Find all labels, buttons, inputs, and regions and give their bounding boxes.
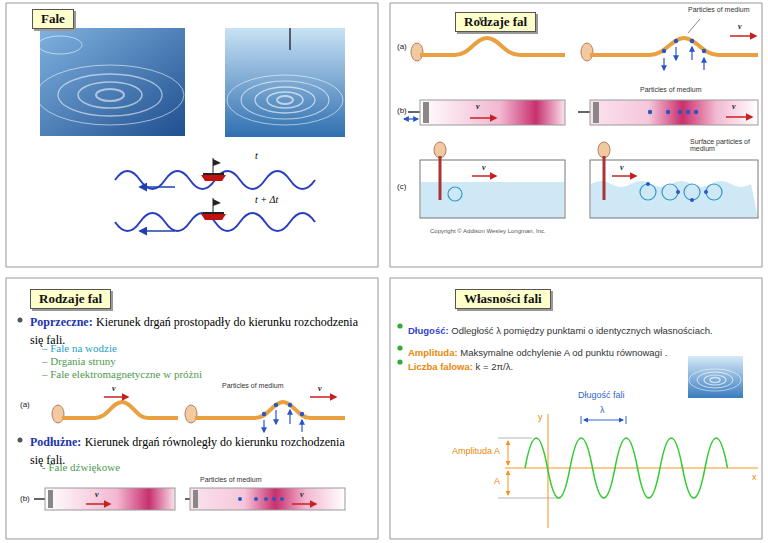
example-item: - Fale dźwiękowe <box>42 461 120 473</box>
definition-text: Maksymalne odchylenie A od punktu równow… <box>460 347 667 358</box>
example-item: – Drgania struny <box>42 355 116 367</box>
term-label: Podłużne: <box>30 435 81 449</box>
slide-title: Rodzaje fal <box>464 14 527 30</box>
axis-label: λ <box>600 405 605 415</box>
part-tag: (a) <box>20 400 30 409</box>
velocity-label: v <box>482 163 486 172</box>
callout-label: Particles of medium <box>222 382 283 389</box>
part-tag: (a) <box>397 42 407 51</box>
sound-tube <box>34 488 345 510</box>
velocity-label: v <box>479 14 483 23</box>
title-box: Fale <box>32 9 74 29</box>
slide-title: Fale <box>41 11 65 27</box>
velocity-label: v <box>300 490 304 499</box>
part-tag: (b) <box>397 106 407 115</box>
wave-boat <box>115 158 315 231</box>
definition-text: Odległość λ pomiędzy punktami o identycz… <box>451 325 712 336</box>
callout-label: Particles of medium <box>688 6 749 13</box>
water-tank <box>420 142 758 218</box>
slide-frame <box>6 3 762 539</box>
bullet <box>397 323 402 364</box>
axis-label: y <box>538 412 543 422</box>
example-item: – Fale elektromagnetyczne w próżni <box>42 368 202 380</box>
callout-label: Particles of medium <box>200 476 261 483</box>
title-box: Własności fali <box>455 289 551 309</box>
part-tag: (c) <box>397 182 406 191</box>
text-paragraph: Amplituda:Maksymalne odchylenie A od pun… <box>408 342 760 360</box>
callout-label: Surface particles of medium <box>690 138 758 152</box>
slide-title: Rodzaje fal <box>39 291 102 307</box>
time-label: t + Δt <box>255 194 278 205</box>
sound-tube <box>404 100 758 125</box>
text-paragraph: Liczba falowa:k = 2π/λ. <box>408 356 760 374</box>
rope-wave <box>52 397 345 432</box>
velocity-label: v <box>95 490 99 499</box>
example-item: – Fale na wodzie <box>42 342 117 354</box>
definition-text: k = 2π/λ. <box>476 361 513 372</box>
term-label: Liczba falowa: <box>408 361 473 372</box>
slide-title: Własności fali <box>464 291 542 307</box>
drop-photo <box>225 28 345 137</box>
term-label: Długość: <box>408 325 449 336</box>
title-box: Rodzaje fal <box>30 289 111 309</box>
text-paragraph: Długość:Odległość λ pomiędzy punktami o … <box>408 320 760 338</box>
axis-label: A <box>494 476 500 486</box>
axis-label: x <box>752 472 757 482</box>
axis-label: Długość fali <box>578 390 625 400</box>
axis-label: Amplituda A <box>430 446 500 456</box>
velocity-label: v <box>112 384 116 393</box>
velocity-label: v <box>318 384 322 393</box>
velocity-label: v <box>620 163 624 172</box>
copyright-note: Copyright © Addison Wesley Longman, Inc. <box>430 228 546 234</box>
callout-label: Particles of medium <box>640 86 701 93</box>
velocity-label: v <box>732 102 736 111</box>
part-tag: (b) <box>20 494 30 503</box>
velocity-label: v <box>738 22 742 31</box>
ripple-photo <box>688 356 743 398</box>
sine-graph <box>498 414 758 528</box>
bullet <box>18 318 23 443</box>
time-label: t <box>255 150 258 161</box>
velocity-label: v <box>476 102 480 111</box>
water-photo <box>36 28 185 136</box>
term-label: Amplituda: <box>408 347 458 358</box>
term-label: Poprzeczne: <box>30 315 93 329</box>
title-box: Rodzaje fal <box>455 12 536 32</box>
